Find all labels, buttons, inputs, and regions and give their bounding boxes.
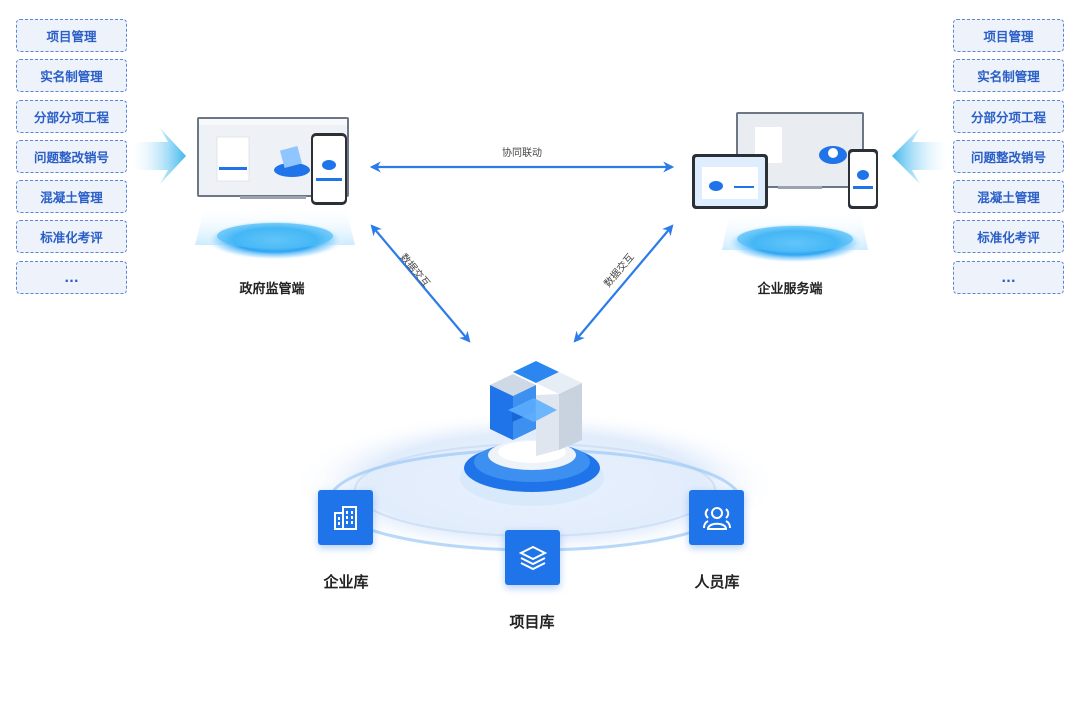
module-item: 问题整改销号: [953, 139, 1064, 173]
project-db-tile: [505, 530, 560, 585]
left-module-list: 项目管理 实名制管理 分部分项工程 问题整改销号 混凝土管理 标准化考评 ...: [16, 19, 127, 301]
project-db-label: 项目库: [509, 613, 555, 631]
module-item: 混凝土管理: [953, 180, 1064, 214]
module-item: 分部分项工程: [16, 99, 127, 133]
module-item: 混凝土管理: [16, 180, 127, 214]
enterprise-db-label: 企业库: [323, 573, 369, 591]
edge-collab-label: 协同联动: [502, 148, 542, 159]
module-item: 问题整改销号: [16, 139, 127, 173]
module-item: ...: [953, 260, 1064, 294]
module-item: 标准化考评: [16, 220, 127, 254]
enterprise-db-tile: [318, 490, 373, 545]
module-item: 实名制管理: [16, 59, 127, 93]
people-icon: [702, 506, 731, 530]
layers-icon: [518, 545, 547, 570]
people-db-label: 人员库: [694, 573, 740, 591]
right-module-list: 项目管理 实名制管理 分部分项工程 问题整改销号 混凝土管理 标准化考评 ...: [953, 19, 1064, 301]
enterprise-node-label: 企业服务端: [757, 282, 823, 297]
module-item: 分部分项工程: [953, 99, 1064, 133]
edge-data-right-arrow: [573, 224, 674, 343]
module-item: 项目管理: [16, 19, 127, 52]
arrow-left-icon: [892, 128, 952, 184]
module-item: 项目管理: [953, 19, 1064, 52]
module-item: 标准化考评: [953, 220, 1064, 254]
gov-device-icon: [195, 117, 355, 260]
enterprise-device-icon: [692, 112, 878, 263]
edge-data-left-arrow: [370, 224, 471, 343]
module-item: 实名制管理: [953, 59, 1064, 93]
people-db-tile: [689, 490, 744, 545]
module-item: ...: [16, 260, 127, 294]
arrow-right-icon: [128, 128, 186, 184]
gov-node-label: 政府监管端: [239, 282, 305, 297]
building-icon: [333, 505, 357, 530]
